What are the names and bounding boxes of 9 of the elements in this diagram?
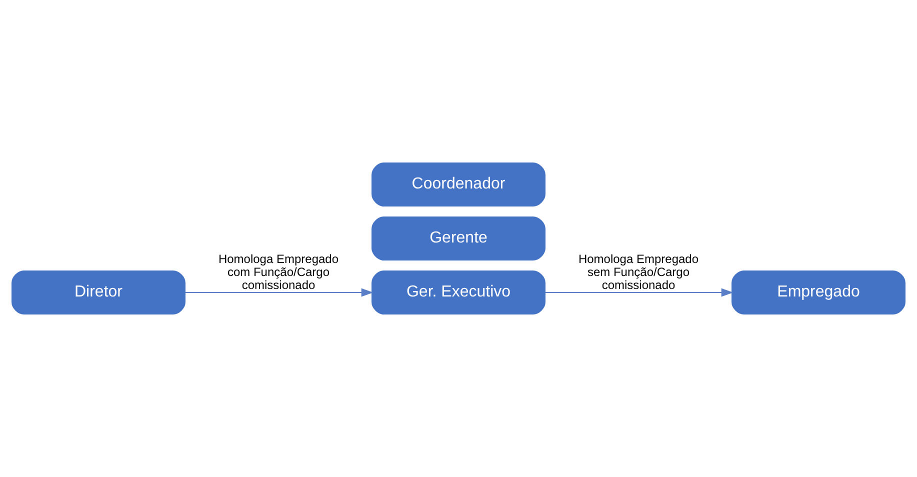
node-box: Empregado <box>732 270 906 314</box>
arrow <box>544 288 734 297</box>
node-box: Gerente <box>372 216 546 260</box>
arrow <box>184 288 374 297</box>
node-box: Diretor <box>12 270 186 314</box>
edge-label: Homologa Empregado com Função/Cargo comissionado <box>218 252 339 292</box>
node-box: Coordenador <box>372 162 546 206</box>
edge-label: Homologa Empregado sem Função/Cargo comissionado <box>578 252 699 292</box>
node-box: Ger. Executivo <box>372 270 546 314</box>
